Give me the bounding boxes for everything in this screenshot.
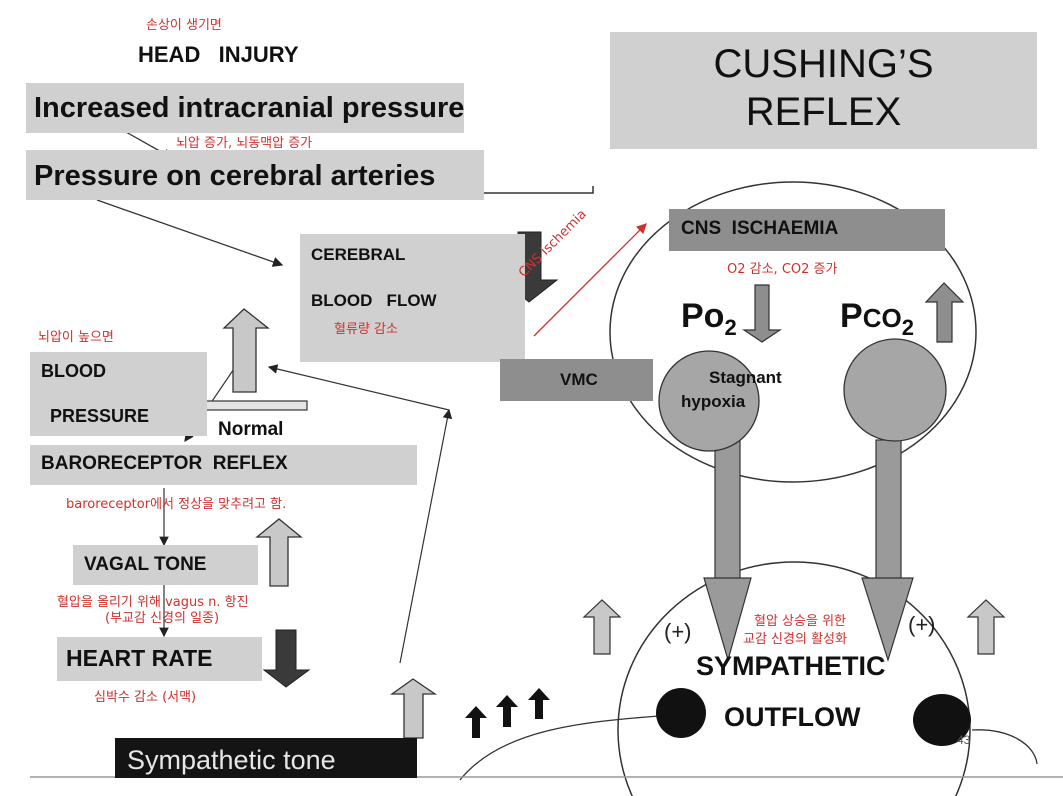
normal-level-bar (205, 400, 308, 411)
baroreceptor-note: baroreceptor에서 정상을 맞추려고 함. (66, 497, 287, 512)
sympathetic-label: SYMPATHETIC (696, 651, 886, 681)
arteries-box (26, 150, 484, 200)
po2-stem (714, 439, 741, 581)
pco2-circle (843, 338, 947, 442)
baroreceptor-box (30, 445, 417, 485)
vagal-note-2: (부교감 신경의 일종) (105, 611, 220, 626)
po2-down-arrow (742, 284, 782, 343)
cbf-line-1: CEREBRAL (311, 245, 406, 264)
nerve-curve-right (971, 729, 1038, 765)
small-up-arrow-2 (496, 695, 518, 727)
connector-symp-to-bp-b (267, 364, 450, 411)
bp-line-2: PRESSURE (50, 406, 150, 426)
head-injury-note: 손상이 생기면 (146, 18, 222, 33)
icp-label: Increased intracranial pressure (34, 92, 465, 124)
pco2-co: CO (862, 303, 902, 333)
right-sympathetic-up-arrow (966, 599, 1006, 655)
cns-ischemia-arrow (533, 223, 647, 337)
outflow-label: OUTFLOW (724, 702, 861, 732)
small-up-arrow-1 (465, 706, 487, 738)
plus-right-sign: (+) (908, 612, 936, 637)
plus-left-sign: (+) (664, 619, 692, 644)
vmc-label: VMC (560, 370, 598, 389)
normal-label: Normal (218, 419, 284, 440)
arteries-label: Pressure on cerebral arteries (34, 160, 436, 192)
cbf-line-2: BLOOD FLOW (311, 291, 437, 310)
sympathetic-note-2: 교감 신경의 활성화 (743, 632, 847, 647)
bp-box (30, 352, 207, 436)
vmc-box (500, 359, 653, 401)
sympathetic-circle (617, 561, 971, 796)
icp-box (26, 83, 464, 133)
heart-rate-note: 심박수 감소 (서맥) (94, 690, 197, 705)
icp-note: 뇌압 증가, 뇌동맥압 증가 (176, 136, 313, 151)
cns-circle (609, 181, 977, 483)
bp-up-arrow (222, 308, 270, 393)
pco2-up-arrow (924, 282, 965, 343)
nerve-curve-left (459, 715, 660, 781)
outflow-dot-right (913, 694, 971, 746)
pco2-label: PCO2 (840, 297, 914, 341)
pco2-stem (875, 439, 902, 581)
pco2-p: P (840, 297, 863, 335)
heart-rate-box (57, 637, 262, 681)
sympathetic-tone-up-arrow (389, 678, 438, 739)
connector-symp-to-bp-a (399, 408, 453, 664)
connector-arteries-to-cbf (96, 199, 284, 267)
cns-ischaemia-label: CNS ISCHAEMIA (681, 218, 839, 239)
bp-note: 뇌압이 높으면 (38, 330, 114, 345)
cns-note: O2 감소, CO2 증가 (727, 262, 838, 277)
vagal-note-1: 혈압을 올리기 위해 vagus n. 항진 (57, 595, 249, 610)
stagnant-hypoxia-circle (658, 350, 760, 452)
title-box (610, 32, 1037, 149)
sympathetic-tone-label: Sympathetic tone (127, 745, 336, 775)
po2-label: Po2 (681, 297, 737, 341)
bp-line-1: BLOOD (41, 361, 106, 381)
po2-stem-arrowhead (703, 577, 752, 663)
heart-rate-label: HEART RATE (66, 645, 213, 671)
sympathetic-tone-box (115, 738, 417, 778)
cbf-box (300, 234, 525, 362)
cns-ischaemia-box (669, 209, 945, 251)
pco2-subscript: 2 (901, 314, 914, 340)
head-injury-label: HEAD INJURY (138, 42, 299, 67)
hr-down-arrow (262, 629, 311, 688)
outflow-dot-left (656, 688, 706, 738)
title-line-1: CUSHING’S (713, 42, 934, 86)
stagnant-line-2: hypoxia (681, 392, 746, 411)
cbf-note: 혈류량 감소 (334, 322, 398, 337)
baroreceptor-label: BARORECEPTOR REFLEX (41, 453, 288, 474)
left-sympathetic-up-arrow (582, 599, 622, 655)
po2-text: Po (681, 297, 725, 335)
po2-subscript: 2 (724, 314, 737, 340)
pco2-stem-arrowhead (861, 577, 914, 663)
vagal-tone-label: VAGAL TONE (84, 554, 207, 575)
page-title: CUSHING’S REFLEX (610, 40, 1037, 136)
page-number: 43 (957, 733, 971, 747)
vagal-tone-box (73, 545, 258, 585)
small-up-arrow-3 (528, 688, 550, 719)
title-line-2: REFLEX (745, 90, 902, 134)
stagnant-line-1: Stagnant (709, 368, 782, 387)
vagal-up-arrow (255, 518, 303, 587)
sympathetic-note-1: 혈압 상승을 위한 (754, 614, 846, 629)
